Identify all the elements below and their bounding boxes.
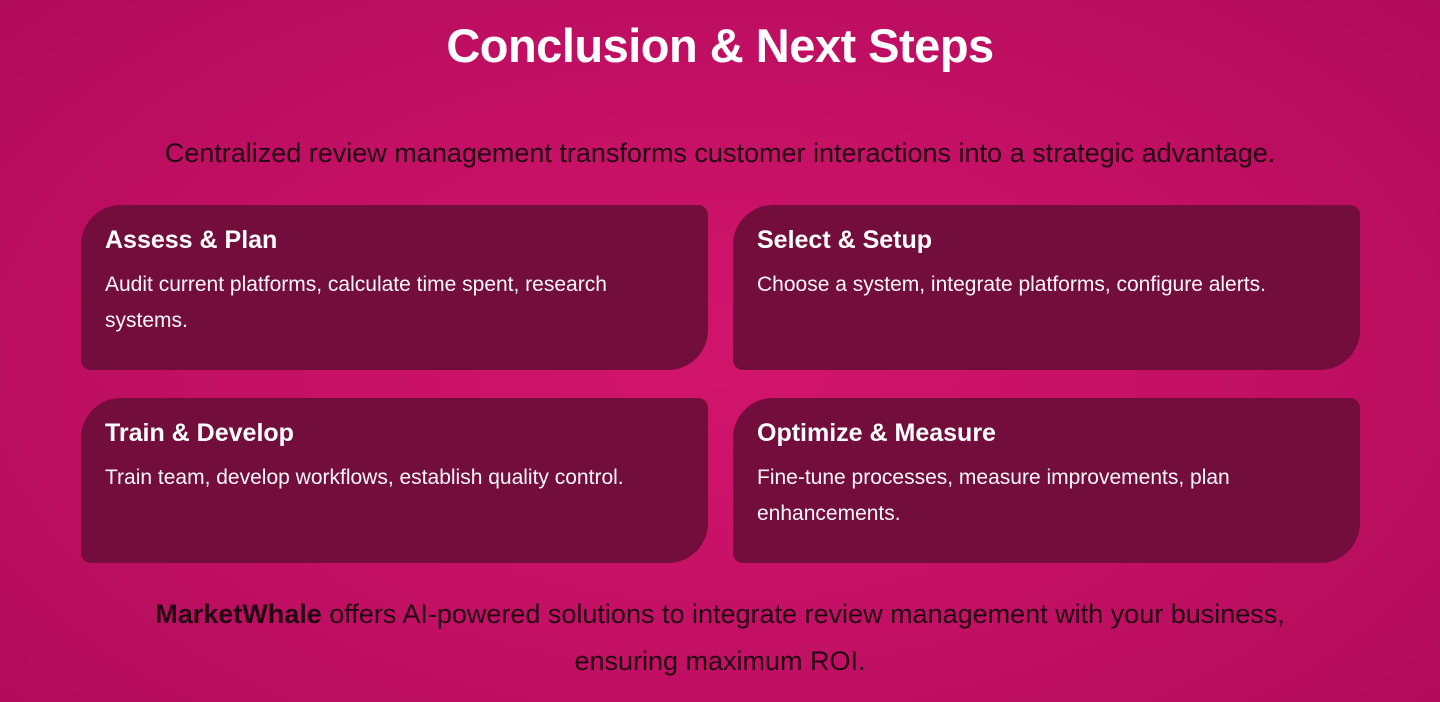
footer-text: offers AI-powered solutions to integrate… bbox=[321, 599, 1285, 676]
card-train-develop: Train & Develop Train team, develop work… bbox=[81, 398, 708, 563]
card-train-develop-title: Train & Develop bbox=[105, 419, 294, 447]
card-assess-plan-body: Audit current platforms, calculate time … bbox=[105, 273, 607, 332]
card-optimize-measure: Optimize & Measure Fine-tune processes, … bbox=[733, 398, 1360, 563]
card-select-setup-title: Select & Setup bbox=[757, 226, 933, 254]
card-train-develop-body: Train team, develop workflows, establish… bbox=[105, 466, 624, 489]
card-select-setup-body: Choose a system, integrate platforms, co… bbox=[757, 273, 1266, 296]
card-assess-plan-title: Assess & Plan bbox=[105, 226, 278, 254]
cards-grid: Assess & Plan Audit current platforms, c… bbox=[81, 205, 1360, 563]
slide-subtitle: Centralized review management transforms… bbox=[164, 138, 1276, 168]
page-title: Conclusion & Next Steps bbox=[446, 19, 994, 72]
card-select-setup: Select & Setup Choose a system, integrat… bbox=[733, 205, 1360, 370]
card-optimize-measure-title: Optimize & Measure bbox=[757, 419, 996, 447]
card-assess-plan: Assess & Plan Audit current platforms, c… bbox=[81, 205, 708, 370]
brand-name: MarketWhale bbox=[155, 599, 322, 629]
slide-footer: MarketWhale offers AI-powered solutions … bbox=[105, 591, 1335, 685]
card-optimize-measure-body: Fine-tune processes, measure improvement… bbox=[757, 466, 1230, 525]
